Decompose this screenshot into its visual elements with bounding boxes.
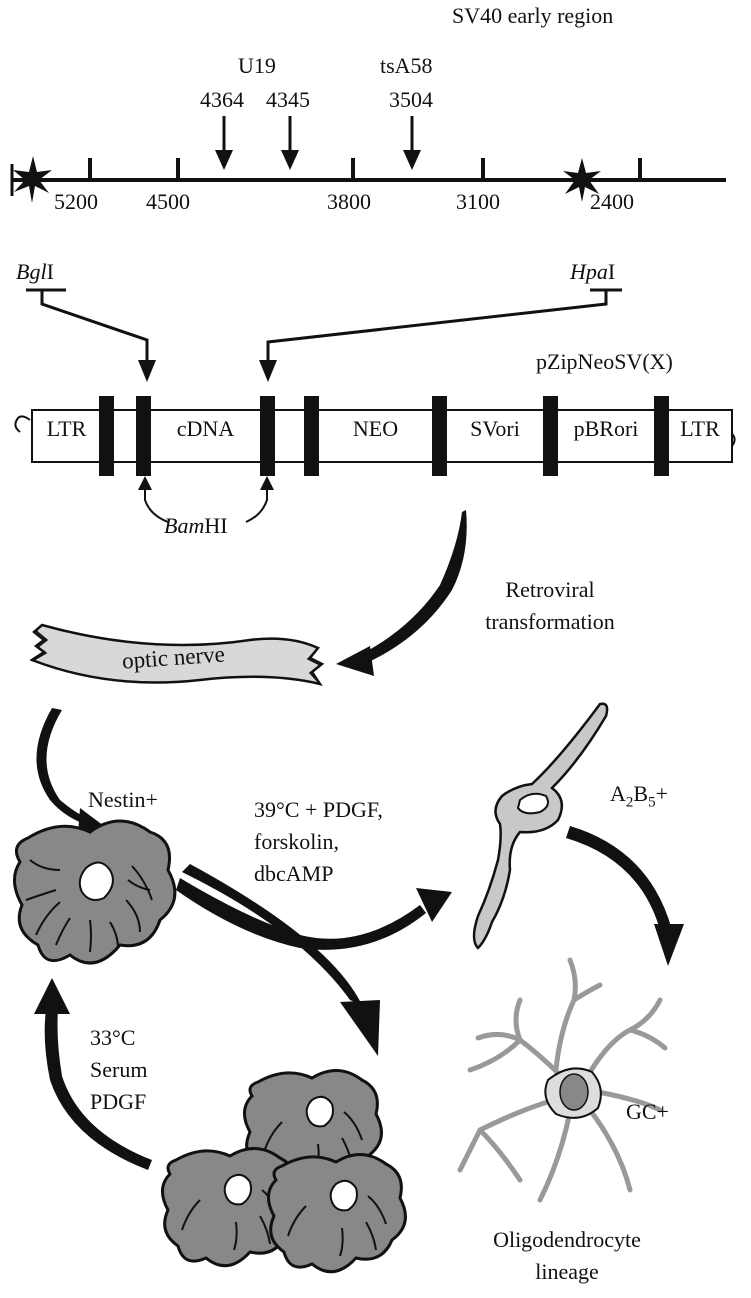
mutant-u19-label: U19 — [238, 53, 276, 78]
vector-name: pZipNeoSV(X) — [536, 349, 673, 374]
segment-cdna: cDNA — [176, 416, 235, 441]
position-4364: 4364 — [200, 87, 244, 112]
bamhi-arrows — [138, 476, 274, 523]
oligodendrocyte-cell — [457, 957, 668, 1203]
arrow-back-up — [34, 978, 152, 1170]
optic-nerve-shape — [29, 623, 325, 686]
segment-pbrori: pBRori — [573, 416, 639, 441]
cond39-line3: dbcAMP — [254, 861, 334, 886]
cond39-line1: 39°C + PDGF, — [254, 797, 383, 822]
retroviral-label-1: Retroviral — [505, 577, 595, 602]
region-title: SV40 early region — [452, 3, 614, 28]
cond33-line2: Serum — [90, 1057, 148, 1082]
segment-ltr-right: LTR — [680, 416, 720, 441]
cell-cluster — [161, 1069, 407, 1274]
retroviral-label-2: transformation — [485, 609, 615, 634]
arrow-to-gc — [566, 826, 684, 966]
nestin-label: Nestin+ — [88, 787, 158, 812]
retroviral-arrow — [336, 510, 467, 676]
segment-ltr-left: LTR — [46, 416, 87, 441]
lineage-label-1: Oligodendrocyte — [493, 1227, 641, 1252]
tick-3100: 3100 — [456, 189, 500, 214]
gc-label: GC+ — [626, 1099, 669, 1124]
a2b5-cell — [472, 702, 609, 950]
lineage-label-2: lineage — [535, 1259, 599, 1284]
bamhi-label: BamHI — [164, 513, 228, 538]
mutant-tsa58-label: tsA58 — [380, 53, 433, 78]
tick-2400: 2400 — [590, 189, 634, 214]
position-4345: 4345 — [266, 87, 310, 112]
tick-3800: 3800 — [327, 189, 371, 214]
sv40-map — [10, 116, 726, 203]
a2b5-label: A2B5+ — [610, 781, 668, 811]
restriction-connectors — [26, 288, 622, 382]
hpai-label: HpaI — [570, 259, 616, 284]
tick-4500: 4500 — [146, 189, 190, 214]
position-3504: 3504 — [389, 87, 433, 112]
arrow-to-nestin — [36, 708, 104, 834]
nestin-cell — [13, 819, 177, 965]
differentiation-arrows — [176, 864, 452, 1056]
bgli-label: BglI — [16, 259, 54, 284]
tick-5200: 5200 — [54, 189, 98, 214]
vector-construct — [14, 396, 736, 476]
cond33-line3: PDGF — [90, 1089, 147, 1114]
star-right-icon — [563, 158, 601, 202]
segment-svori: SVori — [470, 416, 520, 441]
cond33-line1: 33°C — [90, 1025, 136, 1050]
segment-neo: NEO — [352, 416, 399, 441]
cond39-line2: forskolin, — [254, 829, 339, 854]
star-left-icon — [13, 156, 52, 203]
